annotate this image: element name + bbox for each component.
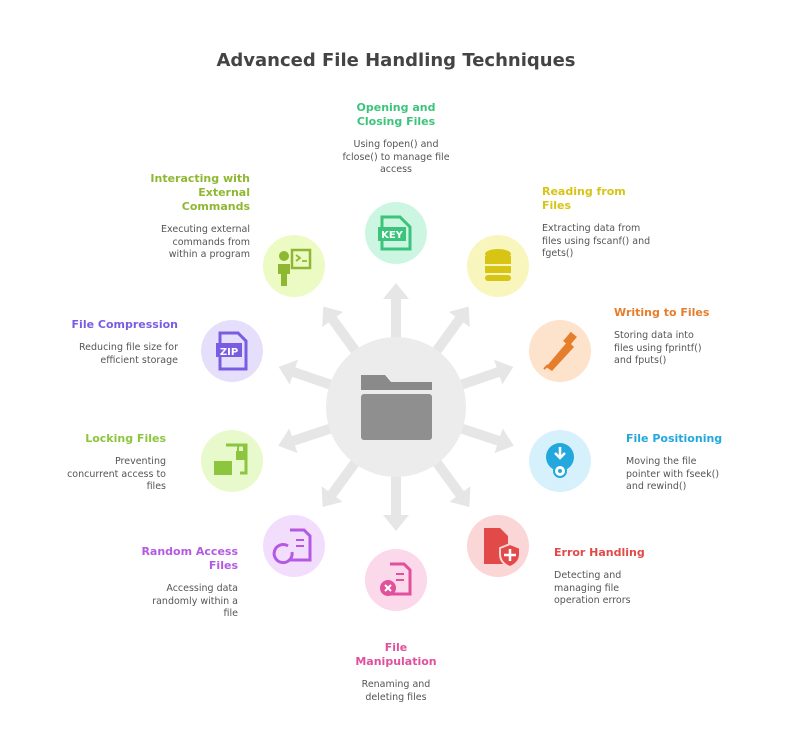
file-refresh-icon xyxy=(272,528,312,565)
file-shield-icon xyxy=(484,528,521,569)
database-icon xyxy=(485,249,511,281)
node-title: Reading from Files xyxy=(542,185,626,212)
node-desc: Detecting and managing file operation er… xyxy=(554,570,631,606)
node-manipulation-text: File Manipulation Renaming and deleting … xyxy=(321,641,471,704)
node-title: File Compression xyxy=(71,318,178,331)
connector-arrow xyxy=(278,359,341,393)
pen-icon xyxy=(543,331,577,371)
connector-arrow xyxy=(278,421,341,454)
node-title: Random Access Files xyxy=(141,545,238,572)
node-title: Interacting with External Commands xyxy=(150,172,250,213)
node-reading xyxy=(467,235,529,297)
node-title: Opening and Closing Files xyxy=(356,101,436,128)
node-compression-text: File Compression Reducing file size for … xyxy=(28,318,178,367)
node-positioning-text: File Positioning Moving the file pointer… xyxy=(626,432,776,494)
node-desc: Accessing data randomly within a file xyxy=(152,583,238,619)
zip-file-icon: ZIP xyxy=(216,331,248,371)
node-desc: Using fopen() and fclose() to manage fil… xyxy=(342,139,450,175)
svg-text:ZIP: ZIP xyxy=(220,347,238,358)
node-locking xyxy=(201,430,263,492)
connector-arrow xyxy=(451,421,514,454)
node-random xyxy=(263,515,325,577)
node-interacting xyxy=(263,235,325,297)
node-opening-text: Opening and Closing Files Using fopen() … xyxy=(321,101,471,177)
node-desc: Preventing concurrent access to files xyxy=(67,456,166,492)
node-reading-text: Reading from Files Extracting data from … xyxy=(542,185,692,261)
node-error xyxy=(467,515,529,577)
node-interacting-text: Interacting with External Commands Execu… xyxy=(100,172,250,262)
node-title: Locking Files xyxy=(85,432,166,445)
node-compression: ZIP xyxy=(201,320,263,382)
node-opening: KEY xyxy=(365,202,427,264)
node-title: Error Handling xyxy=(554,546,645,559)
node-desc: Moving the file pointer with fseek() and… xyxy=(626,456,720,492)
node-positioning xyxy=(529,430,591,492)
node-writing-text: Writing to Files Storing data into files… xyxy=(614,306,764,368)
location-pointer-icon xyxy=(546,443,574,478)
node-circle xyxy=(263,235,325,297)
node-random-text: Random Access Files Accessing data rando… xyxy=(88,545,238,621)
node-writing xyxy=(529,320,591,382)
node-circle xyxy=(263,515,325,577)
connector-arrow xyxy=(427,452,471,507)
node-title: Writing to Files xyxy=(614,306,710,319)
node-desc: Storing data into files using fprintf() … xyxy=(614,330,702,366)
node-desc: Renaming and deleting files xyxy=(361,679,431,703)
folder-icon xyxy=(361,375,432,440)
node-title: File Manipulation xyxy=(355,641,437,668)
node-error-text: Error Handling Detecting and managing fi… xyxy=(554,546,704,608)
key-file-icon: KEY xyxy=(378,215,412,251)
file-delete-icon xyxy=(380,562,412,596)
connector-arrow xyxy=(321,452,365,507)
node-desc: Executing external commands from within … xyxy=(161,224,250,260)
node-title: File Positioning xyxy=(626,432,723,445)
node-locking-text: Locking Files Preventing concurrent acce… xyxy=(16,432,166,494)
folder-lock-icon xyxy=(214,443,248,475)
connector-arrow xyxy=(383,283,409,347)
diagram-title: Advanced File Handling Techniques xyxy=(216,50,576,71)
connector-arrow xyxy=(427,306,470,362)
node-desc: Reducing file size for efficient storage xyxy=(79,342,178,366)
svg-text:KEY: KEY xyxy=(381,230,404,241)
connector-arrow xyxy=(383,467,409,531)
node-desc: Extracting data from files using fscanf(… xyxy=(542,223,651,259)
node-manipulation xyxy=(365,549,427,611)
connector-arrow xyxy=(322,306,365,362)
terminal-user-icon xyxy=(278,248,312,286)
center-hub xyxy=(326,337,466,477)
connector-arrow xyxy=(451,359,514,393)
